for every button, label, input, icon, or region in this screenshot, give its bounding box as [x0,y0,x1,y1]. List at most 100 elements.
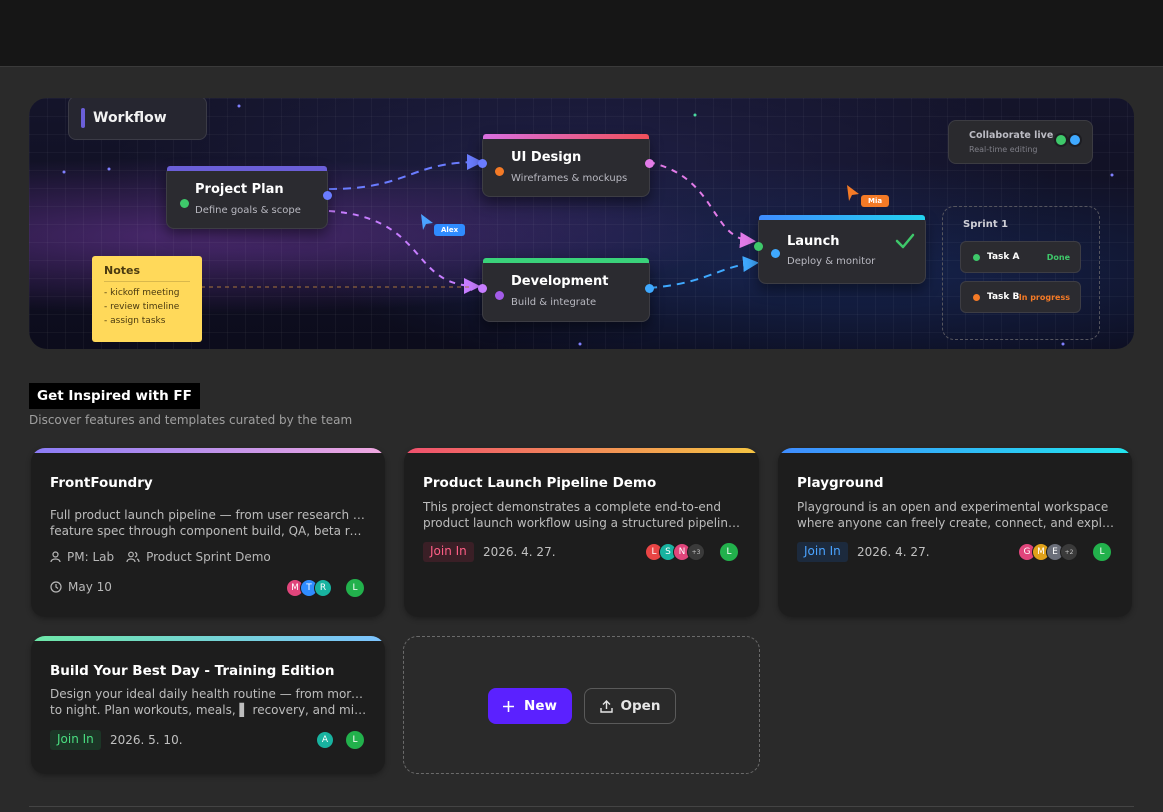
card-date: May 10 [68,580,112,594]
note-title: Notes [104,264,190,282]
desc-line: to night. Plan workouts, meals, ▌ recove… [50,703,368,717]
node-development[interactable]: Development Build & integrate [478,258,654,322]
node-title: UI Design [511,150,582,165]
owner-avatar[interactable]: L [720,543,738,561]
status-dot [973,294,980,301]
create-project-card: New Open [403,636,760,774]
desc-line: product launch workflow using a structur… [423,516,743,530]
project-card-frontfoundry[interactable]: FrontFoundry Full product launch pipelin… [31,448,385,617]
output-port[interactable] [645,284,654,293]
status-dot [973,254,980,261]
card-date: 2026. 4. 27. [857,545,930,559]
join-in-badge[interactable]: Join In [423,542,474,562]
sticky-note[interactable]: Notes - kickoff meeting - review timelin… [92,256,202,342]
task-label: Task B [987,292,1020,302]
top-bar [0,0,1163,67]
avatar: R [314,579,332,597]
card-date: 2026. 4. 27. [483,545,556,559]
avatar [1054,133,1068,147]
card-description: Playground is an open and experimental w… [797,499,1115,531]
plus-icon [503,700,515,712]
desc-line: feature spec through component build, QA… [50,524,368,538]
node-accent-line [483,134,649,139]
node-title: Launch [787,234,840,249]
collab-subtitle: Real-time editing [969,145,1038,154]
card-description: Design your ideal daily health routine —… [50,686,368,718]
card-accent-bar [404,448,759,453]
sprint-group: Sprint 1 Task A Done Task B In progress [942,206,1100,340]
new-button-label: New [524,698,557,714]
node-ui-design[interactable]: UI Design Wireframes & mockups [478,134,654,197]
more-members: +3 [687,543,705,561]
input-port[interactable] [478,284,487,293]
card-title: FrontFoundry [50,475,153,491]
users-icon [126,551,140,563]
card-accent-bar [778,448,1132,453]
project-card-best-day[interactable]: Build Your Best Day - Training Edition D… [31,636,385,774]
task-status: Done [1046,253,1070,262]
card-meta-row: PM: Lab Product Sprint Demo [50,550,271,564]
task-label: Task A [987,252,1020,262]
note-item: - review timeline [104,302,180,312]
output-port[interactable] [323,191,332,200]
node-title: Development [511,274,609,289]
avatar: M [1032,543,1050,561]
project-card-playground[interactable]: Playground Playground is an open and exp… [778,448,1132,617]
task-card[interactable]: Task A Done [960,241,1081,273]
avatar: A [316,731,334,749]
task-card[interactable]: Task B In progress [960,281,1081,313]
section-title: Get Inspired with FF [29,383,200,409]
note-item: - kickoff meeting [104,288,180,298]
node-subtitle: Define goals & scope [195,205,301,216]
input-port[interactable] [478,159,487,168]
node-subtitle: Deploy & monitor [787,256,876,267]
input-port[interactable] [754,242,763,251]
status-dot [771,249,780,258]
node-subtitle: Wireframes & mockups [511,173,628,184]
desc-line: Playground is an open and experimental w… [797,500,1109,514]
member-avatars[interactable]: G M E +2 [1018,543,1078,561]
desc-line: Design your ideal daily health routine —… [50,687,368,701]
node-accent-line [167,166,327,171]
owner-avatar[interactable]: L [346,731,364,749]
project-card-product-launch[interactable]: Product Launch Pipeline Demo This projec… [404,448,759,617]
cursor-label-alex: Alex [434,224,466,236]
node-launch[interactable]: Launch Deploy & monitor [754,215,926,284]
open-button-label: Open [620,698,661,714]
avatar [1068,133,1082,147]
member-avatars[interactable]: M T R [286,579,332,597]
card-pm: PM: Lab [67,550,115,564]
checkmark-icon [895,233,915,249]
upload-icon [599,699,613,713]
owner-avatar[interactable]: L [346,579,364,597]
status-dot [180,199,189,208]
cursor-label-mia: Mia [861,195,890,207]
join-in-badge[interactable]: Join In [797,542,848,562]
card-group: Product Sprint Demo [146,550,271,564]
owner-avatar[interactable]: L [1093,543,1111,561]
open-button[interactable]: Open [584,688,676,724]
workflow-connectors [62,104,1114,346]
member-avatars[interactable]: A [316,731,334,749]
card-date: 2026. 5. 10. [110,733,183,747]
output-port[interactable] [645,159,654,168]
collaborate-live-panel: Collaborate live Real-time editing [948,120,1093,164]
join-in-badge[interactable]: Join In [50,730,101,750]
cursor-pointer-icon [421,214,433,230]
workflow-title-pill: Workflow [68,98,207,140]
collab-title: Collaborate live [969,130,1054,141]
card-accent-bar [31,448,385,453]
node-project-plan[interactable]: Project Plan Define goals & scope [166,166,332,229]
new-button[interactable]: New [488,688,572,724]
workflow-hero-banner: Workflow Project Plan Define goals & sco… [29,98,1134,349]
node-title: Project Plan [195,182,284,197]
node-subtitle: Build & integrate [511,297,597,308]
section-subtitle: Discover features and templates curated … [29,413,353,427]
note-item: - assign tasks [104,316,166,326]
node-accent-line [759,215,925,220]
card-date-row: May 10 [50,580,112,594]
sprint-title: Sprint 1 [963,219,1009,230]
user-icon [50,551,61,563]
task-status: In progress [1018,293,1070,302]
member-avatars[interactable]: L S N +3 [645,543,705,561]
